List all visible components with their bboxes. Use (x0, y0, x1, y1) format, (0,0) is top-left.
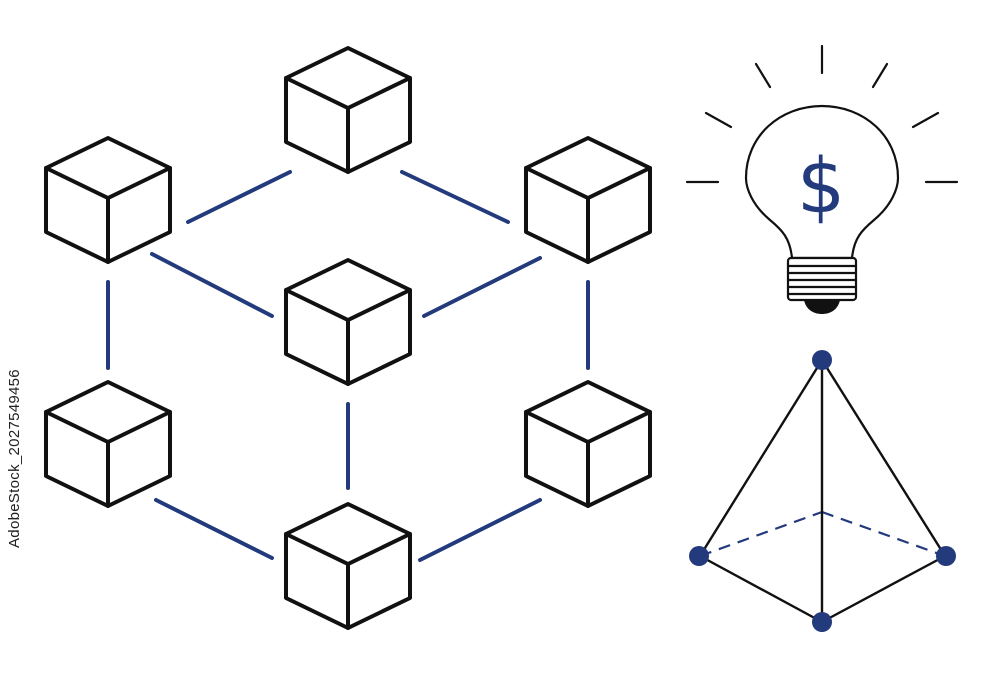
network-link (418, 498, 542, 562)
light-ray (871, 62, 889, 89)
pyramid-structure-icon (689, 350, 956, 632)
cube-inner-edges (284, 532, 412, 630)
cube-inner-edges (284, 288, 412, 386)
pyramid-vertex (689, 546, 709, 566)
cube-inner-edges (44, 410, 172, 508)
block-cube-icon (44, 380, 172, 508)
blockchain-network-icon (44, 46, 652, 630)
block-cube-icon (284, 258, 412, 386)
block-cube-icon (284, 46, 412, 174)
light-ray (704, 111, 733, 129)
idea-lightbulb-dollar-icon: $ (685, 44, 959, 314)
cube-inner-edges (284, 76, 412, 174)
blockchain-links (106, 170, 590, 562)
network-link (400, 170, 510, 224)
bulb-glass (744, 104, 900, 260)
network-link (422, 256, 542, 318)
cube-inner-edges (524, 410, 652, 508)
light-ray (754, 62, 772, 89)
pyramid-edge (820, 554, 947, 624)
pyramid-hidden-edge (699, 510, 823, 558)
block-cube-icon (284, 502, 412, 630)
block-cube-icon (44, 136, 172, 264)
dollar-sign-icon: $ (797, 141, 845, 230)
pyramid-hidden-edge (821, 510, 946, 558)
network-link (154, 498, 274, 560)
block-cube-icon (524, 380, 652, 508)
network-link (150, 252, 274, 318)
stock-id-watermark: AdobeStock_2027549456 (6, 369, 23, 548)
cube-inner-edges (524, 166, 652, 264)
network-link (186, 170, 292, 224)
cube-inner-edges (44, 166, 172, 264)
pyramid-vertex (936, 546, 956, 566)
pyramid-vertex (812, 350, 832, 370)
pyramid-vertex (812, 612, 832, 632)
pyramid-edge (820, 358, 947, 558)
pyramid-edge (698, 554, 824, 624)
light-ray (911, 111, 940, 129)
pyramid-edge (698, 358, 824, 558)
block-cube-icon (524, 136, 652, 264)
bulb-tip (804, 300, 840, 314)
